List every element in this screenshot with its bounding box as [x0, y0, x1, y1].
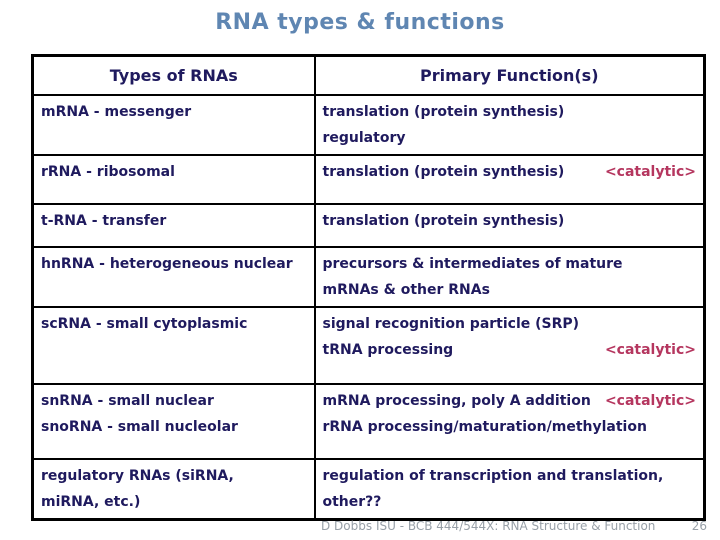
- table-header-row: Types of RNAs Primary Function(s): [31, 54, 706, 96]
- function-line: translation (protein synthesis): [323, 208, 697, 234]
- table-row-rrna: rRNA - ribosomal translation (protein sy…: [31, 153, 706, 205]
- function-text: mRNAs & other RNAs: [322, 281, 490, 298]
- type-cell: scRNA - small cytoplasmic: [31, 305, 316, 385]
- function-text: translation (protein synthesis): [322, 212, 565, 229]
- slide-title: RNA types & functions: [215, 10, 505, 35]
- function-text: translation (protein synthesis): [322, 163, 565, 180]
- function-cell: translation (protein synthesis) regulato…: [313, 93, 706, 156]
- type-line: t-RNA - transfer: [41, 212, 167, 229]
- page-number: 26: [691, 519, 707, 533]
- function-text: regulatory: [322, 129, 406, 146]
- table-row-snrna: snRNA - small nuclear snoRNA - small nuc…: [31, 382, 706, 460]
- type-cell: hnRNA - heterogeneous nuclear: [31, 245, 316, 308]
- catalytic-tag: <catalytic>: [604, 341, 696, 358]
- table-row-regulatory-rnas: regulatory RNAs (siRNA, miRNA, etc.) reg…: [31, 457, 706, 520]
- type-line: regulatory RNAs (siRNA,: [41, 467, 234, 484]
- type-cell: t-RNA - transfer: [31, 202, 316, 248]
- catalytic-tag: <catalytic>: [604, 163, 696, 180]
- function-text: regulation of transcription and translat…: [322, 467, 664, 484]
- function-line: regulatory: [323, 125, 697, 151]
- function-line: translation (protein synthesis): [323, 99, 697, 125]
- table-row-scrna: scRNA - small cytoplasmic signal recogni…: [31, 305, 706, 385]
- type-cell: rRNA - ribosomal: [31, 153, 316, 205]
- table-row-hnrna: hnRNA - heterogeneous nuclear precursors…: [31, 245, 706, 308]
- type-line: mRNA - messenger: [41, 103, 192, 120]
- function-text: signal recognition particle (SRP): [322, 315, 580, 332]
- function-line: precursors & intermediates of mature: [323, 251, 697, 277]
- type-line: snoRNA - small nucleolar: [41, 418, 238, 435]
- type-line: rRNA - ribosomal: [41, 163, 175, 180]
- type-line: snRNA - small nuclear: [41, 392, 214, 409]
- header-types-of-rnas: Types of RNAs: [31, 54, 316, 96]
- function-line: other??: [323, 489, 697, 515]
- rna-types-table: Types of RNAs Primary Function(s) mRNA -…: [31, 54, 706, 521]
- table-row-trna: t-RNA - transfer translation (protein sy…: [31, 202, 706, 248]
- function-text: mRNA processing, poly A addition: [322, 392, 591, 409]
- function-line: rRNA processing/maturation/methylation: [323, 414, 697, 440]
- function-cell: signal recognition particle (SRP) tRNA p…: [313, 305, 706, 385]
- function-line: mRNAs & other RNAs: [323, 277, 697, 303]
- function-cell: translation (protein synthesis): [313, 202, 706, 248]
- function-line: regulation of transcription and translat…: [323, 463, 697, 489]
- function-line: signal recognition particle (SRP): [323, 311, 697, 337]
- table-row-mrna: mRNA - messenger translation (protein sy…: [31, 93, 706, 156]
- type-line: miRNA, etc.): [41, 493, 141, 510]
- header-primary-functions: Primary Function(s): [313, 54, 706, 96]
- function-line: translation (protein synthesis) <catalyti…: [323, 159, 697, 185]
- function-cell: translation (protein synthesis) <catalyti…: [313, 153, 706, 205]
- function-text: rRNA processing/maturation/methylation: [322, 418, 647, 435]
- function-text: precursors & intermediates of mature: [322, 255, 623, 272]
- type-line: hnRNA - heterogeneous nuclear: [41, 255, 293, 272]
- function-text: tRNA processing: [322, 341, 454, 358]
- type-cell: snRNA - small nuclear snoRNA - small nuc…: [31, 382, 316, 460]
- type-cell: regulatory RNAs (siRNA, miRNA, etc.): [31, 457, 316, 520]
- type-line: scRNA - small cytoplasmic: [41, 315, 248, 332]
- function-cell: regulation of transcription and translat…: [313, 457, 706, 520]
- function-line: tRNA processing <catalytic>: [323, 337, 697, 363]
- function-text: other??: [322, 493, 382, 510]
- function-cell: precursors & intermediates of mature mRN…: [313, 245, 706, 308]
- catalytic-tag: <catalytic>: [604, 392, 696, 409]
- type-cell: mRNA - messenger: [31, 93, 316, 156]
- function-text: translation (protein synthesis): [322, 103, 565, 120]
- footer-credit: D Dobbs ISU - BCB 444/544X: RNA Structur…: [321, 519, 656, 533]
- function-cell: mRNA processing, poly A addition <catalyt…: [313, 382, 706, 460]
- function-line: mRNA processing, poly A addition <catalyt…: [323, 388, 697, 414]
